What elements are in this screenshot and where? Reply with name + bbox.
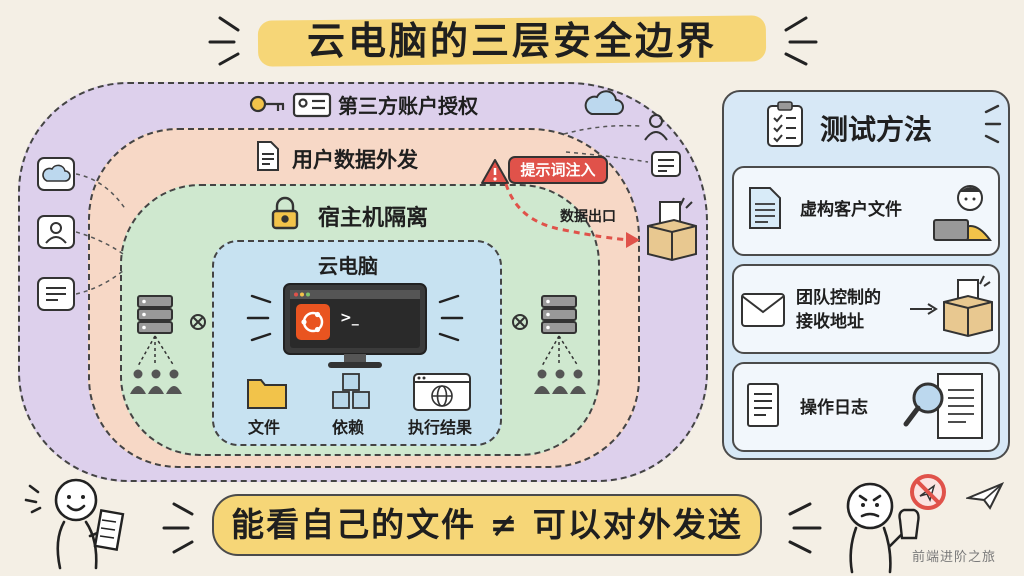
browser-globe-icon xyxy=(413,373,471,411)
folder-icon xyxy=(247,379,287,409)
cloud-pc-monitor-icon: >_ xyxy=(246,283,464,368)
stop-person-icon xyxy=(846,482,920,574)
reading-person-icon xyxy=(24,478,125,570)
left-connector-lines xyxy=(76,173,127,295)
arrow-right-icon xyxy=(910,303,938,315)
user-data-label: 用户数据外发 xyxy=(292,148,418,172)
title-right-sparks-icon xyxy=(784,16,818,66)
key-icon xyxy=(249,92,332,118)
external-cloud-icon xyxy=(584,90,624,115)
cloud-pc-label: 云电脑 xyxy=(318,254,378,278)
receiving-box-icon xyxy=(647,197,697,262)
card-fictional-files-text: 虚构客户文件 xyxy=(800,200,902,220)
banner-right-sparks-icon xyxy=(788,502,822,554)
log-document-icon xyxy=(747,383,779,427)
cloud-icon xyxy=(37,157,75,191)
external-user-icon xyxy=(644,114,668,141)
warning-icon xyxy=(481,159,509,184)
document-icon xyxy=(257,141,279,171)
page-title: 云电脑的三层安全边界 xyxy=(306,19,717,63)
card-team-address-line2: 接收地址 xyxy=(796,312,864,332)
fictional-document-icon xyxy=(749,187,781,229)
host-server-left-icon xyxy=(130,295,206,394)
user-icon xyxy=(37,215,75,249)
person-laptop-icon xyxy=(933,185,992,241)
prompt-injection-tag: 提示词注入 xyxy=(508,156,608,184)
envelope-icon xyxy=(741,293,785,327)
panel-sparks-icon xyxy=(984,104,1002,144)
title-left-sparks-icon xyxy=(208,16,240,66)
svg-text:>_: >_ xyxy=(340,310,359,326)
files-label: 文件 xyxy=(248,418,281,437)
banner-text: 能看自己的文件 ≠ 可以对外发送 xyxy=(231,505,743,544)
clipboard-checklist-icon xyxy=(767,101,803,147)
dependency-cubes-icon xyxy=(332,373,370,409)
card-operation-log-text: 操作日志 xyxy=(800,398,868,418)
card-team-address-line1: 团队控制的 xyxy=(796,288,881,308)
bottom-banner: 能看自己的文件 ≠ 可以对外发送 xyxy=(212,492,762,560)
message-icon xyxy=(37,277,75,311)
results-label: 执行结果 xyxy=(408,418,473,437)
third-party-label: 第三方账户授权 xyxy=(338,94,478,118)
lock-icon xyxy=(271,196,299,230)
inbox-box-icon xyxy=(943,275,993,338)
magnifier-log-icon xyxy=(903,373,983,439)
external-connector-lines xyxy=(563,124,649,163)
host-isolation-label: 宿主机隔离 xyxy=(318,206,429,231)
panel-title: 测试方法 xyxy=(820,113,933,146)
banner-highlight xyxy=(212,494,762,556)
title-banner: 云电脑的三层安全边界 xyxy=(257,10,767,70)
watermark: 前端进阶之旅 xyxy=(912,550,997,565)
no-send-icon xyxy=(910,474,946,510)
data-exit-label: 数据出口 xyxy=(560,209,616,225)
dependencies-label: 依赖 xyxy=(332,418,365,437)
paper-plane-icon xyxy=(966,482,1005,510)
host-server-right-icon xyxy=(512,295,586,394)
data-exit-arrow xyxy=(504,183,640,248)
external-message-icon xyxy=(651,151,681,177)
banner-left-sparks-icon xyxy=(162,502,194,554)
